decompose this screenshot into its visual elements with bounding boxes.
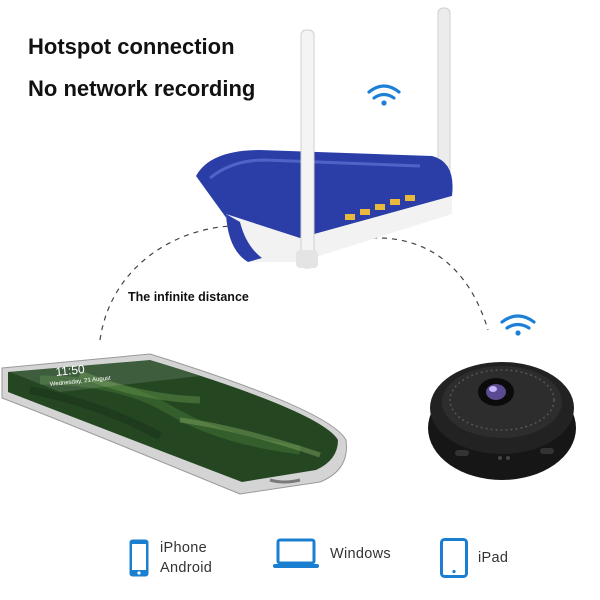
- device-item-iphone-android: iPhone Android: [128, 538, 212, 578]
- mini-camera-image: [428, 362, 576, 480]
- device-label-line1: iPad: [478, 550, 509, 566]
- device-label-line2: Android: [160, 560, 213, 576]
- infinite-distance-caption: The infinite distance: [128, 290, 249, 304]
- tablet-icon: [440, 538, 468, 578]
- router-image: [196, 7, 453, 269]
- smartphone-icon: [128, 538, 150, 578]
- connection-arc-right: [371, 237, 489, 331]
- connection-arc-left: [99, 225, 231, 341]
- smartphone-image: [1, 353, 347, 495]
- device-label-line1: Windows: [330, 546, 391, 562]
- device-label: Windows: [330, 544, 391, 564]
- laptop-icon: [272, 538, 320, 570]
- headline-no-network-recording: No network recording: [28, 76, 256, 101]
- wifi-icon-camera: [500, 314, 536, 336]
- wifi-icon-router: [367, 84, 401, 106]
- phone-clock-text: 11:50: [55, 362, 86, 379]
- device-item-windows: Windows: [272, 538, 391, 570]
- device-item-ipad: iPad: [440, 538, 508, 578]
- device-label-line1: iPhone: [160, 540, 207, 556]
- device-label: iPhone Android: [160, 538, 212, 578]
- device-label: iPad: [478, 548, 508, 568]
- headline-hotspot-connection: Hotspot connection: [28, 34, 235, 59]
